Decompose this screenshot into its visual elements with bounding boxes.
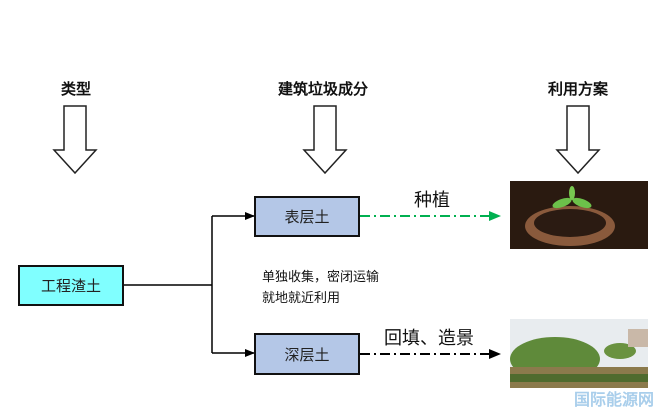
note-line1: 单独收集，密闭运输 (262, 270, 380, 285)
source-box: 工程渣土 (18, 265, 124, 306)
header-plan: 利用方案 (547, 80, 609, 98)
use-backfill: 回填、造景 (384, 328, 474, 349)
header-type: 类型 (60, 80, 92, 98)
hollow-arrow-plan (555, 105, 601, 175)
planting-photo (510, 181, 648, 249)
use-planting: 种植 (414, 190, 450, 211)
surface-soil-box: 表层土 (254, 196, 360, 237)
header-composition: 建筑垃圾成分 (277, 80, 369, 98)
hollow-arrow-type (52, 105, 98, 175)
deep-soil-box: 深层土 (254, 333, 360, 375)
hollow-arrow-composition (302, 105, 348, 175)
watermark: 国际能源网 (574, 390, 655, 409)
landscape-photo (510, 319, 648, 388)
note-line2: 就地就近利用 (262, 291, 341, 306)
